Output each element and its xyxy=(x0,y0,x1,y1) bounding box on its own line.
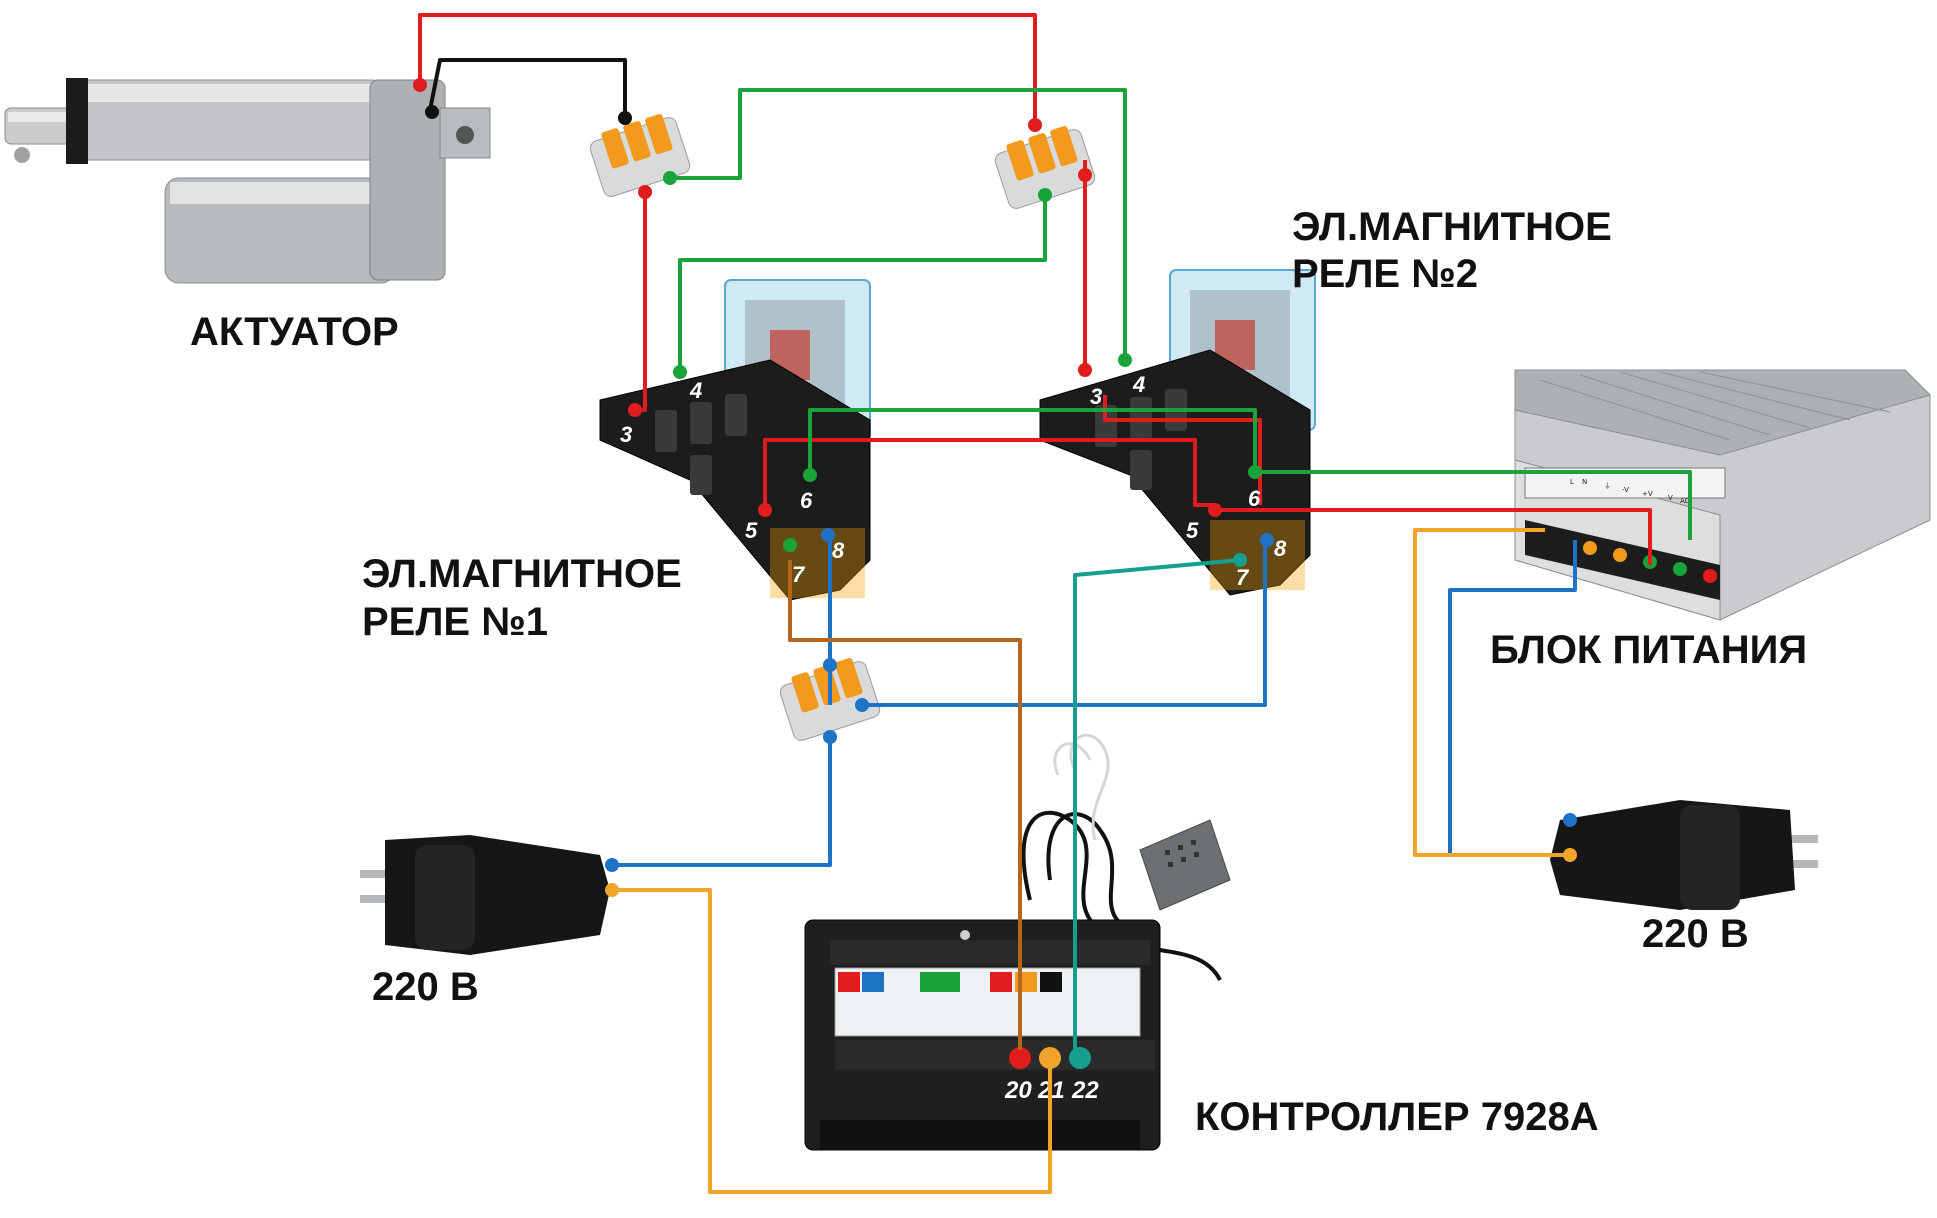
psu-terminal-n: N xyxy=(1582,478,1587,486)
relay1-pin-7: 7 xyxy=(792,562,806,587)
relay2-pin-6: 6 xyxy=(1248,486,1261,511)
actuator xyxy=(4,78,491,284)
wire-green xyxy=(808,408,1257,470)
relay-1 xyxy=(599,279,871,601)
wire-blue xyxy=(1448,540,1577,857)
psu-terminal-v: V xyxy=(1668,494,1673,502)
wire-blue xyxy=(860,535,1267,707)
wire-teal xyxy=(1073,558,1241,1050)
wire-green xyxy=(670,88,1127,360)
relay2-label-line1: ЭЛ.МАГНИТНОЕ xyxy=(1292,205,1612,249)
wire-red xyxy=(763,438,1215,510)
wires xyxy=(418,13,1692,1194)
wire-red xyxy=(635,190,647,412)
wago-connector-top-left xyxy=(589,113,691,197)
wire-orange xyxy=(612,888,1052,1194)
wire-black xyxy=(428,58,627,115)
relay2-label-line2: РЕЛЕ №2 xyxy=(1292,252,1478,296)
relay1-pin-8: 8 xyxy=(832,538,845,563)
power-supply: L N ⏚ -V +V V ADJ xyxy=(1514,369,1931,621)
actuator-label: АКТУАТОР xyxy=(190,310,399,354)
psu-terminal-vminus: -V xyxy=(1622,486,1629,494)
plug-right-label: 220 В xyxy=(1642,912,1749,956)
psu-terminal-gnd: ⏚ xyxy=(1604,482,1611,490)
plug-left xyxy=(360,835,610,955)
psu-terminal-adj: ADJ xyxy=(1680,497,1692,505)
humidity-sensor xyxy=(1021,733,1231,981)
plug-left-label: 220 В xyxy=(372,965,479,1009)
connection-dots xyxy=(413,78,1577,897)
relay1-label-line2: РЕЛЕ №1 xyxy=(362,600,548,644)
wire-green xyxy=(1255,470,1692,540)
relay2-pin-7: 7 xyxy=(1236,565,1250,590)
relay1-pin-3: 3 xyxy=(620,422,632,447)
relay1-pin-5: 5 xyxy=(745,518,758,543)
psu-terminal-vplus: +V xyxy=(1642,490,1653,498)
psu-terminal-l: L xyxy=(1570,478,1574,486)
relay1-pin-6: 6 xyxy=(800,488,813,513)
controller-label: КОНТРОЛЛЕР 7928А xyxy=(1195,1095,1599,1139)
relay2-pin-3: 3 xyxy=(1090,384,1102,409)
wire-green xyxy=(678,195,1047,370)
controller-pin-22: 22 xyxy=(1071,1077,1099,1104)
psu-label: БЛОК ПИТАНИЯ xyxy=(1490,628,1807,672)
relay2-pin-5: 5 xyxy=(1186,518,1199,543)
wire-brown xyxy=(788,560,1022,1050)
relay1-pin-4: 4 xyxy=(689,378,702,403)
relay2-pin-8: 8 xyxy=(1274,536,1287,561)
wire-blue xyxy=(612,735,832,867)
controller-7928a: 20 21 22 xyxy=(804,919,1161,1151)
controller-pin-20: 20 xyxy=(1004,1077,1032,1104)
plug-right xyxy=(1550,800,1818,910)
wire-red xyxy=(1103,395,1262,505)
relay2-pin-4: 4 xyxy=(1132,372,1145,397)
wire-red xyxy=(1215,508,1652,565)
relay1-label-line1: ЭЛ.МАГНИТНОЕ xyxy=(362,552,682,596)
wago-connector-top-right xyxy=(994,125,1096,209)
wire-orange xyxy=(1413,528,1570,857)
wire-red xyxy=(418,13,1037,125)
